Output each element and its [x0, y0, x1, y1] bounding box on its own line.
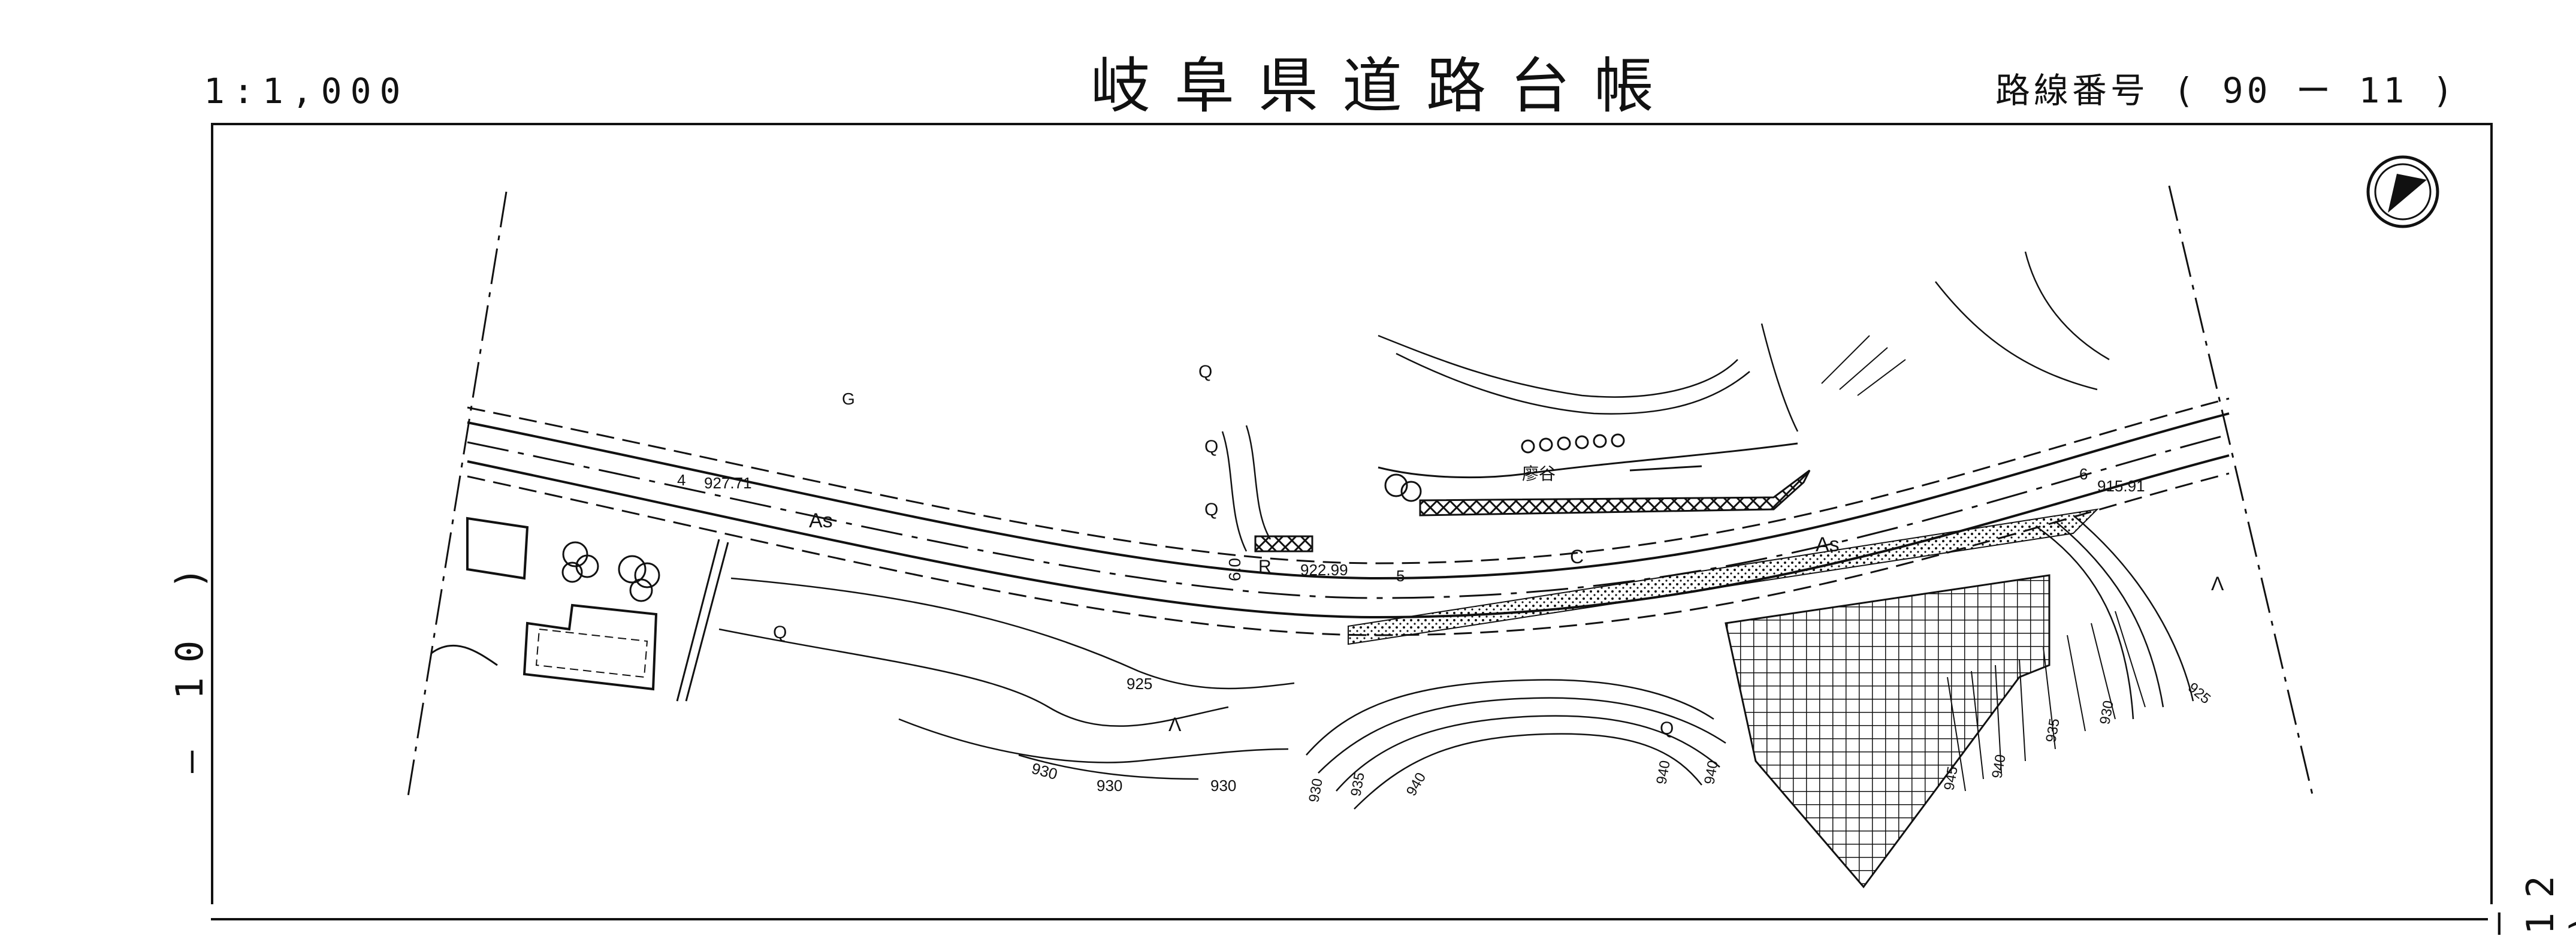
- contour-label: 940: [1403, 770, 1429, 799]
- landuse-label: Q: [1204, 437, 1218, 457]
- map-frame: [211, 123, 2493, 904]
- landuse-label: Q: [1204, 500, 1218, 520]
- buildings: [466, 517, 658, 691]
- grid-hatched-area: [1725, 574, 2050, 889]
- slope-hachures: [1821, 335, 2146, 792]
- contour-label: 940: [1653, 759, 1674, 786]
- route-number: 路線番号 ( 90 ー 11 ): [1995, 70, 2457, 111]
- elev-label: 6.0: [1225, 558, 1244, 581]
- map-labels: As As C R 廖谷 4 927.71 922.99 5 6 915.91 …: [677, 362, 2224, 804]
- landuse-label: Λ: [1168, 714, 1182, 735]
- elev-label: 5: [1396, 567, 1405, 585]
- contour-label: 935: [2043, 717, 2063, 744]
- tree-clusters: [561, 433, 1625, 602]
- contour-label: 930: [1210, 777, 1236, 795]
- contour-label: 940: [1989, 753, 2009, 780]
- elev-label: 915.91: [2097, 477, 2145, 495]
- bridge-hatch: [1254, 535, 1313, 552]
- dotted-shoulder: [1348, 508, 2099, 645]
- road-label-as-east: As: [1816, 533, 1840, 556]
- stream: [1378, 442, 1798, 479]
- lot-lines: [431, 539, 729, 702]
- contour-lines: [718, 251, 2194, 810]
- landuse-label: Q: [1660, 718, 1674, 738]
- contour-label: 930: [1306, 777, 1326, 804]
- elev-label: 927.71: [704, 474, 752, 492]
- contour-label: 945: [1941, 765, 1961, 792]
- road-label-c: C: [1570, 546, 1584, 567]
- contour-label: 940: [1701, 759, 1722, 786]
- map-scale: 1:1,000: [204, 71, 409, 111]
- contour-label: 925: [1127, 675, 1152, 693]
- landuse-label: Q: [1198, 362, 1212, 382]
- sheet-boundary-lines: [406, 185, 2314, 801]
- road-label-as-west: As: [809, 509, 833, 532]
- landuse-label: Q: [773, 623, 787, 642]
- contour-label: 930: [2097, 699, 2117, 726]
- landuse-label: Λ: [2211, 573, 2224, 594]
- contour-label: 935: [1348, 771, 1368, 798]
- stream-label: 廖谷: [1522, 464, 1556, 483]
- elev-label: 922.99: [1300, 561, 1348, 579]
- road-label-r: R: [1258, 557, 1272, 576]
- north-arrow-icon: [2366, 155, 2439, 228]
- retaining-wall-hatch: [1419, 469, 1811, 517]
- elev-label: 6: [2079, 465, 2088, 483]
- landuse-label: G: [842, 390, 855, 408]
- page-title: 岐阜県道路台帳: [1091, 51, 1678, 121]
- frame-bottom-line: [211, 918, 2488, 920]
- elev-label: 4: [677, 471, 685, 489]
- contour-label: 930: [1097, 777, 1122, 795]
- contour-label: 930: [1029, 759, 1059, 783]
